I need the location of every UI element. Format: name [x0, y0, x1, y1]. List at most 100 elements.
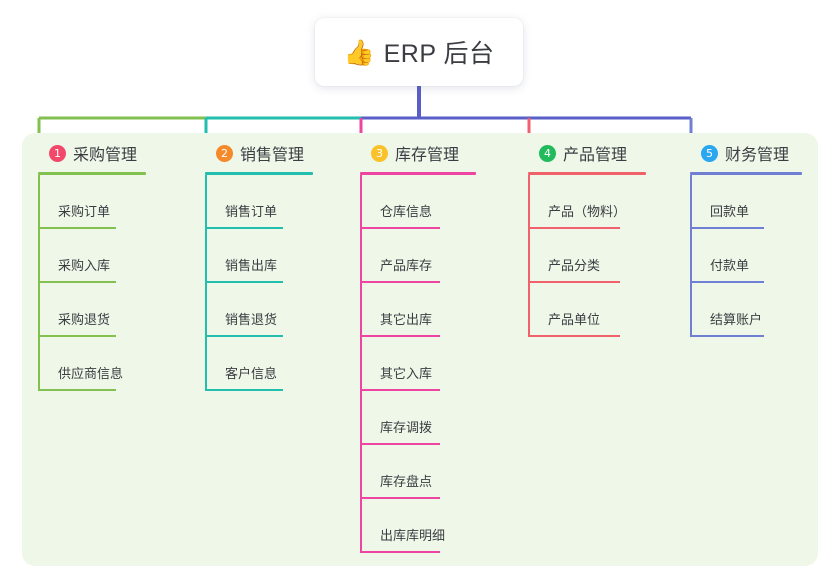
list-item[interactable]: 采购订单 — [38, 175, 146, 229]
item-label: 产品（物料） — [548, 204, 627, 219]
item-rule — [528, 227, 620, 229]
list-item[interactable]: 销售出库 — [205, 229, 313, 283]
column-采购管理: 1 采购管理采购订单采购入库采购退货供应商信息 — [38, 140, 146, 391]
item-spine — [360, 499, 362, 553]
list-item[interactable]: 产品单位 — [528, 283, 646, 337]
list-item[interactable]: 仓库信息 — [360, 175, 476, 229]
column-item-list: 采购订单采购入库采购退货供应商信息 — [38, 175, 146, 391]
item-rule — [38, 281, 116, 283]
item-spine — [38, 337, 40, 391]
item-spine — [690, 283, 692, 337]
item-rule — [360, 443, 440, 445]
column-header-rule — [690, 172, 802, 175]
item-spine — [690, 175, 692, 229]
list-item[interactable]: 采购退货 — [38, 283, 146, 337]
column-item-list: 仓库信息产品库存其它出库其它入库库存调拨库存盘点出库库明细 — [360, 175, 476, 553]
item-spine — [38, 283, 40, 337]
column-header-采购管理[interactable]: 1 采购管理 — [38, 140, 146, 166]
list-item[interactable]: 回款单 — [690, 175, 802, 229]
item-label: 结算账户 — [710, 312, 763, 327]
list-item[interactable]: 出库库明细 — [360, 499, 476, 553]
item-label: 产品单位 — [548, 312, 601, 327]
item-spine — [360, 175, 362, 229]
item-label: 付款单 — [710, 258, 750, 273]
item-rule — [38, 335, 116, 337]
item-label: 回款单 — [710, 204, 750, 219]
list-item[interactable]: 库存调拨 — [360, 391, 476, 445]
item-rule — [205, 281, 283, 283]
item-label: 供应商信息 — [58, 366, 124, 381]
item-rule — [205, 335, 283, 337]
item-label: 销售订单 — [225, 204, 278, 219]
item-spine — [360, 445, 362, 499]
column-header-rule — [360, 172, 476, 175]
item-label: 库存调拨 — [380, 420, 433, 435]
column-header-财务管理[interactable]: 5 财务管理 — [690, 140, 802, 166]
item-label: 其它出库 — [380, 312, 433, 327]
column-title: 财务管理 — [725, 147, 790, 164]
column-header-rule — [205, 172, 313, 175]
list-item[interactable]: 其它入库 — [360, 337, 476, 391]
list-item[interactable]: 付款单 — [690, 229, 802, 283]
item-rule — [360, 227, 440, 229]
item-spine — [528, 175, 530, 229]
column-产品管理: 4 产品管理产品（物料） 产品分类产品单位 — [528, 140, 646, 337]
column-item-list: 回款单付款单结算账户 — [690, 175, 802, 337]
list-item[interactable]: 其它出库 — [360, 283, 476, 337]
item-rule — [690, 335, 764, 337]
list-item[interactable]: 销售退货 — [205, 283, 313, 337]
item-label: 产品分类 — [548, 258, 601, 273]
item-rule — [38, 227, 116, 229]
column-badge: 3 — [371, 144, 388, 162]
item-rule — [205, 227, 283, 229]
item-spine — [205, 337, 207, 391]
column-badge: 5 — [701, 144, 718, 162]
item-rule — [205, 389, 283, 391]
list-item[interactable]: 产品分类 — [528, 229, 646, 283]
column-item-list: 销售订单销售出库销售退货客户信息 — [205, 175, 313, 391]
item-rule — [690, 281, 764, 283]
item-label: 销售出库 — [225, 258, 278, 273]
item-label: 仓库信息 — [380, 204, 433, 219]
item-rule — [38, 389, 116, 391]
column-header-产品管理[interactable]: 4 产品管理 — [528, 140, 646, 166]
root-node-label: ERP 后台 — [383, 40, 495, 68]
list-item[interactable]: 产品（物料） — [528, 175, 646, 229]
column-title: 产品管理 — [563, 147, 628, 164]
item-rule — [690, 227, 764, 229]
item-label: 采购入库 — [58, 258, 111, 273]
item-spine — [38, 229, 40, 283]
column-badge: 4 — [539, 144, 556, 162]
list-item[interactable]: 采购入库 — [38, 229, 146, 283]
item-label: 采购退货 — [58, 312, 111, 327]
item-label: 产品库存 — [380, 258, 433, 273]
column-badge: 1 — [49, 144, 66, 162]
item-label: 其它入库 — [380, 366, 433, 381]
column-header-rule — [38, 172, 146, 175]
item-spine — [528, 229, 530, 283]
list-item[interactable]: 库存盘点 — [360, 445, 476, 499]
column-item-list: 产品（物料） 产品分类产品单位 — [528, 175, 646, 337]
item-spine — [360, 337, 362, 391]
list-item[interactable]: 销售订单 — [205, 175, 313, 229]
item-rule — [528, 281, 620, 283]
item-label: 库存盘点 — [380, 474, 433, 489]
item-rule — [360, 551, 440, 553]
list-item[interactable]: 客户信息 — [205, 337, 313, 391]
item-rule — [360, 389, 440, 391]
column-header-rule — [528, 172, 646, 175]
column-badge: 2 — [216, 144, 233, 162]
column-title: 采购管理 — [73, 147, 138, 164]
list-item[interactable]: 供应商信息 — [38, 337, 146, 391]
item-spine — [528, 283, 530, 337]
list-item[interactable]: 结算账户 — [690, 283, 802, 337]
item-label: 采购订单 — [58, 204, 111, 219]
list-item[interactable]: 产品库存 — [360, 229, 476, 283]
root-node[interactable]: 👍 ERP 后台 — [315, 18, 523, 86]
item-spine — [205, 229, 207, 283]
